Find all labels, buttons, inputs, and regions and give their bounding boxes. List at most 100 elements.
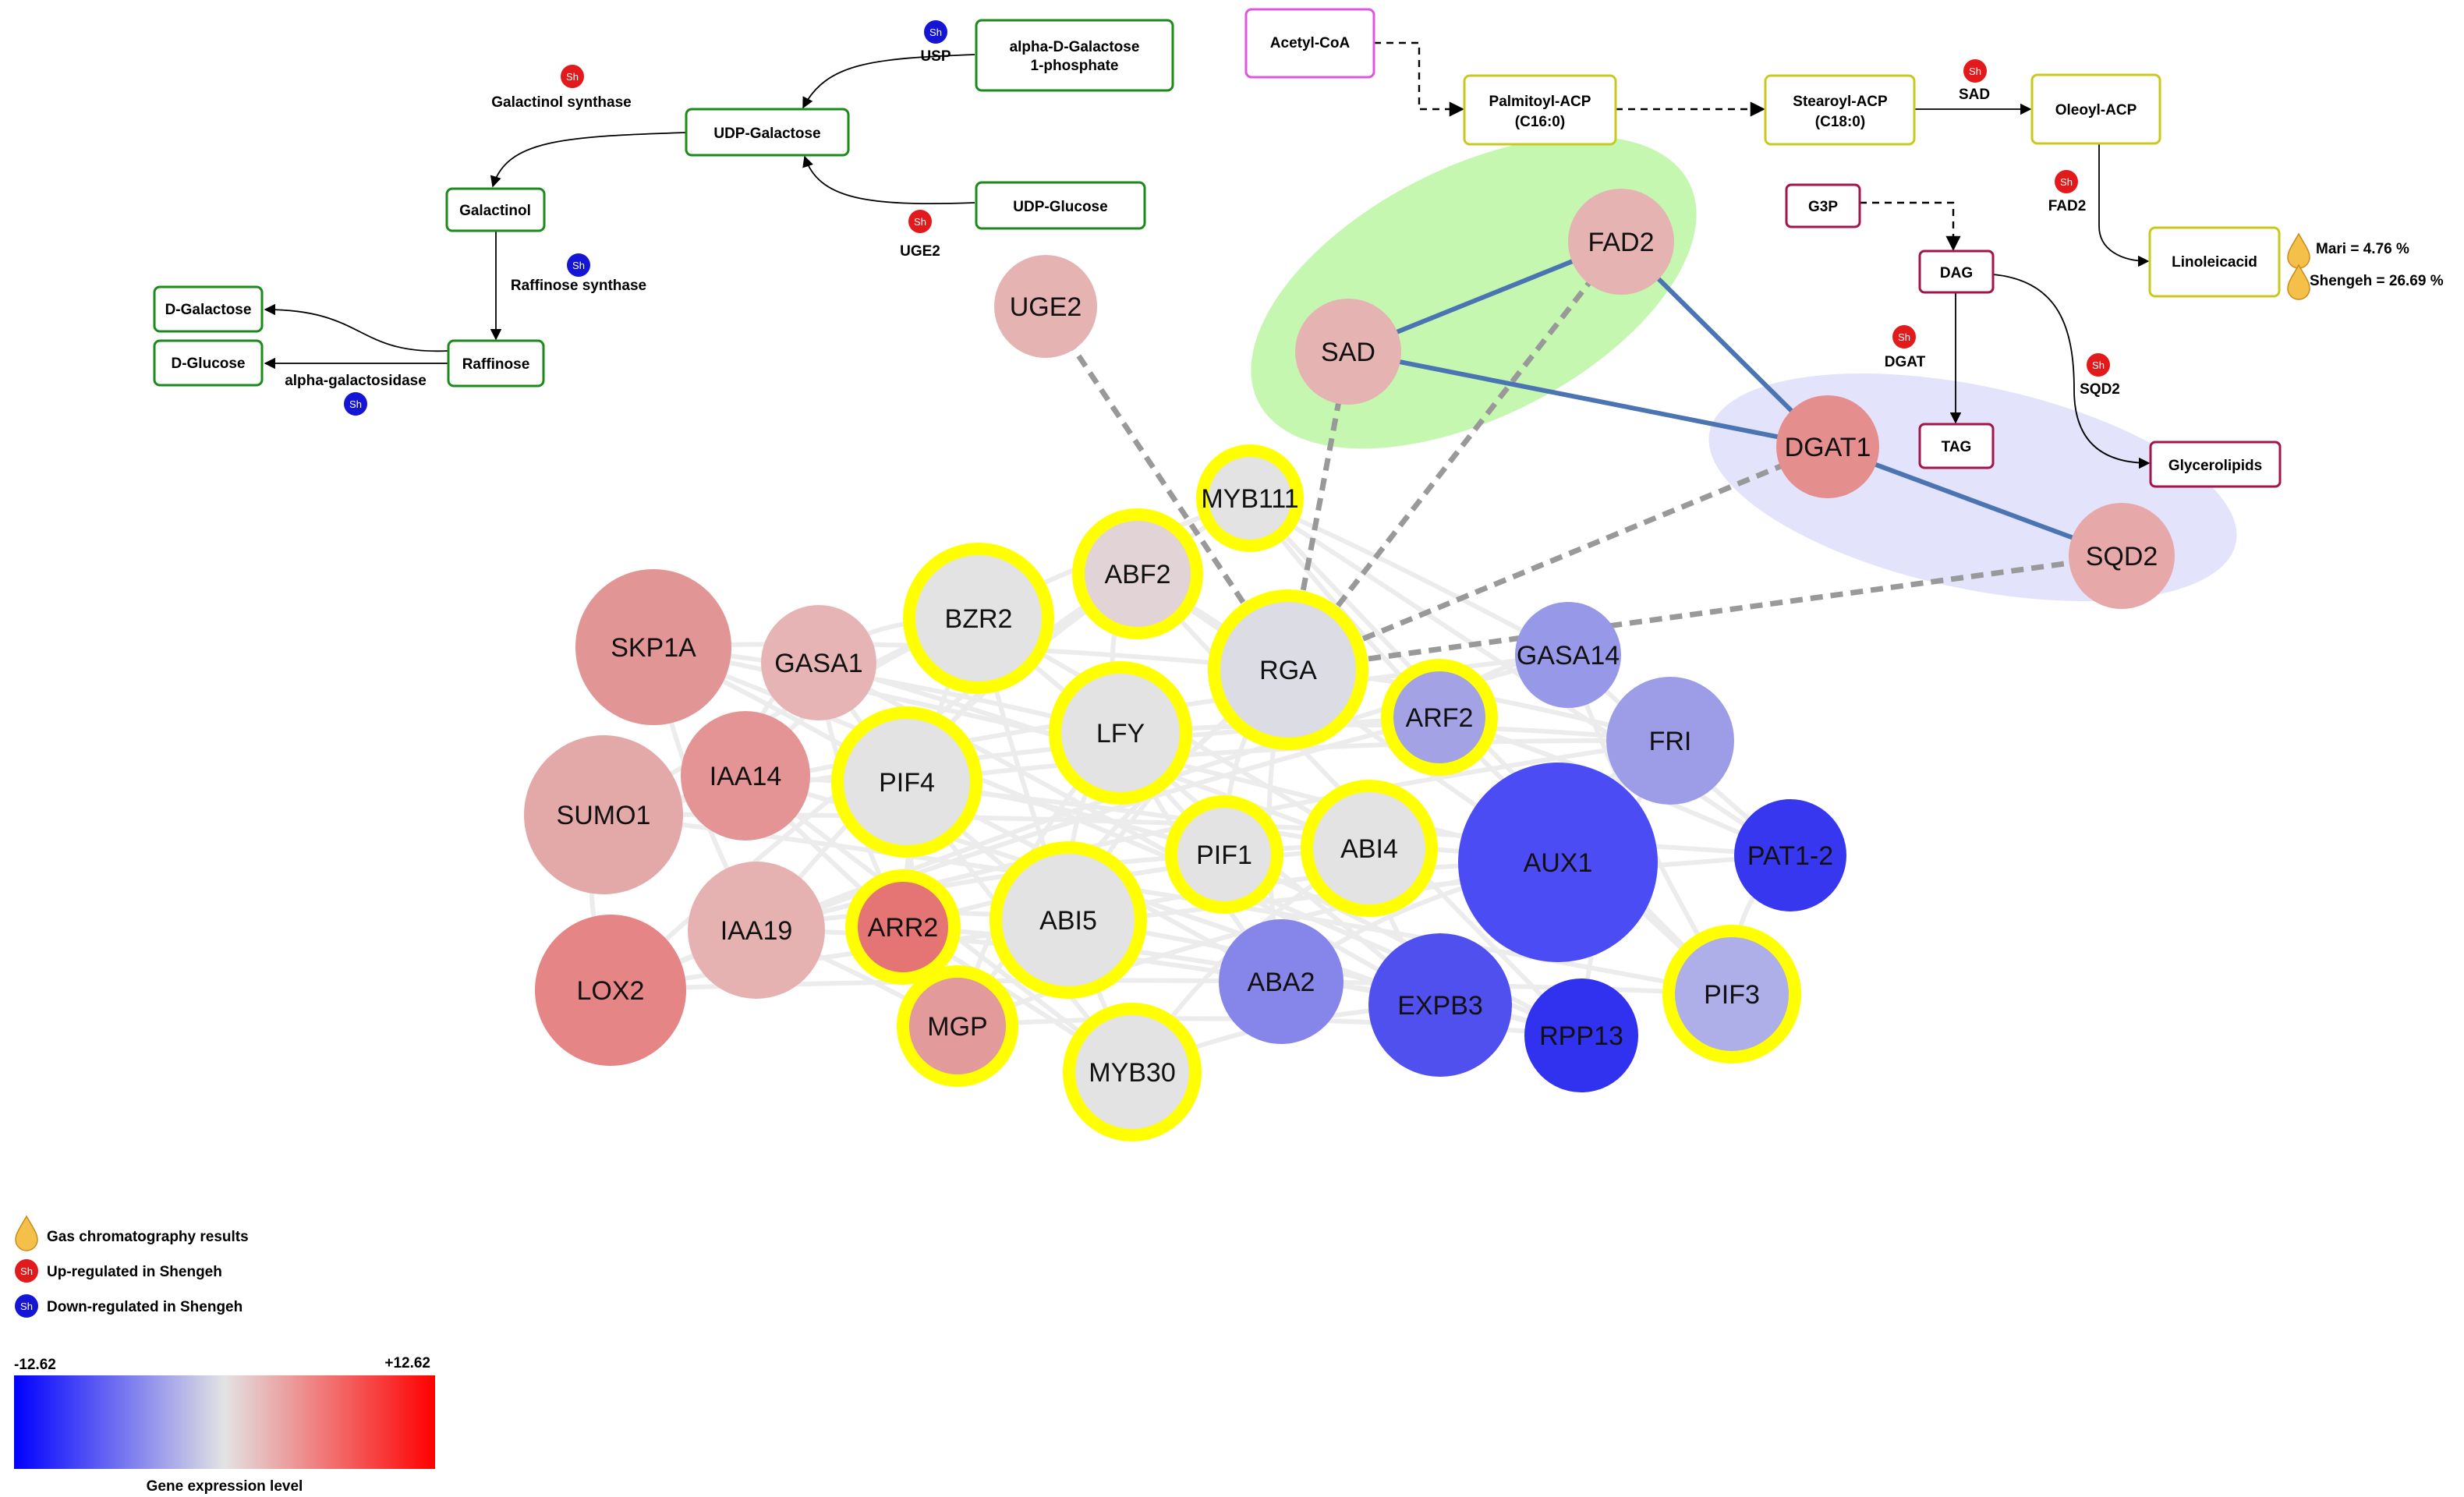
- uge2-up-badge: Sh: [908, 210, 932, 233]
- node-label: FAD2: [1588, 228, 1654, 257]
- node-dgat1[interactable]: DGAT1: [1776, 395, 1879, 498]
- acetyl-coa-label: Acetyl-CoA: [1270, 35, 1351, 51]
- node-label: ABA2: [1248, 968, 1315, 997]
- node-myb111[interactable]: MYB111: [1196, 444, 1304, 552]
- node-iaa19[interactable]: IAA19: [688, 862, 825, 999]
- d-galactose-box: [153, 285, 264, 333]
- node-label: SUMO1: [557, 801, 651, 830]
- node-circle: [1662, 925, 1801, 1063]
- node-pat1-2[interactable]: PAT1-2: [1734, 799, 1846, 911]
- d-glucose-box: [153, 339, 264, 387]
- node-circle: [575, 569, 731, 725]
- node-circle: [1568, 189, 1674, 295]
- node-label: PIF3: [1704, 980, 1760, 1010]
- node-sqd2[interactable]: SQD2: [2069, 503, 2175, 609]
- node-rpp13[interactable]: RPP13: [1524, 979, 1638, 1092]
- legend-up-label: Up-regulated in Shengeh: [47, 1264, 222, 1280]
- node-mgp[interactable]: MGP: [897, 965, 1018, 1087]
- dgat-up-badge: Sh: [1892, 325, 1916, 349]
- sqd2-enzyme-label: SQD2: [2080, 381, 2120, 398]
- node-fad2[interactable]: FAD2: [1568, 189, 1674, 295]
- galactinol-synthase-up-badge: Sh: [561, 65, 584, 88]
- node-fri[interactable]: FRI: [1606, 677, 1734, 805]
- glycerolipids-label: Glycerolipids: [2168, 458, 2262, 474]
- g3p-label: G3P: [1808, 199, 1838, 215]
- svg-text:Sh: Sh: [2092, 359, 2105, 371]
- node-circle: [1515, 602, 1621, 708]
- node-label: SAD: [1321, 338, 1375, 367]
- node-sad[interactable]: SAD: [1295, 299, 1401, 405]
- node-rga[interactable]: RGA: [1208, 589, 1368, 750]
- node-expb3[interactable]: EXPB3: [1368, 933, 1512, 1077]
- svg-text:Sh: Sh: [1898, 331, 1910, 343]
- node-label: ABI5: [1039, 906, 1097, 936]
- stearoyl-acp-box: [1764, 74, 1916, 146]
- scale-max-label: +12.62: [384, 1355, 430, 1371]
- alpha-d-galactose-1-phosphate-label-1: alpha-D-Galactose: [1010, 39, 1140, 55]
- node-circle: [1381, 659, 1498, 776]
- stearoyl-acp-label-2: (C18:0): [1815, 114, 1865, 130]
- node-pif1[interactable]: PIF1: [1165, 795, 1283, 914]
- node-label: EXPB3: [1397, 991, 1483, 1021]
- node-label: MGP: [927, 1012, 987, 1042]
- node-label: IAA19: [720, 916, 793, 946]
- alpha-d-galactose-1-phosphate-label-2: 1-phosphate: [1031, 58, 1119, 74]
- node-gasa1[interactable]: GASA1: [761, 605, 876, 720]
- node-skp1a[interactable]: SKP1A: [575, 569, 731, 725]
- node-sumo1[interactable]: SUMO1: [524, 735, 683, 894]
- node-circle: [1734, 799, 1846, 911]
- node-label: UGE2: [1010, 292, 1082, 322]
- node-arr2[interactable]: ARR2: [845, 869, 961, 985]
- raffinose-box: [447, 339, 545, 388]
- oleoyl-acp-label: Oleoyl-ACP: [2055, 102, 2137, 119]
- fad2-enzyme-label: FAD2: [2048, 198, 2087, 214]
- scale-min-label: -12.62: [14, 1357, 56, 1373]
- node-aba2[interactable]: ABA2: [1219, 919, 1344, 1044]
- palmitoyl-acp-label-2: (C16:0): [1515, 114, 1565, 130]
- background-edge: [906, 738, 1671, 784]
- node-circle: [1368, 933, 1512, 1077]
- node-myb30[interactable]: MYB30: [1063, 1003, 1202, 1141]
- node-circle: [1776, 395, 1879, 498]
- node-circle: [524, 735, 683, 894]
- node-circle: [1301, 780, 1438, 917]
- node-pif3[interactable]: PIF3: [1662, 925, 1801, 1063]
- node-abi4[interactable]: ABI4: [1301, 780, 1438, 917]
- node-circle: [989, 841, 1147, 999]
- node-pif4[interactable]: PIF4: [831, 706, 982, 858]
- node-abf2[interactable]: ABF2: [1072, 508, 1203, 639]
- node-uge2[interactable]: UGE2: [994, 255, 1097, 358]
- node-circle: [1295, 299, 1401, 405]
- dashed-edge-rga-sad: [1285, 351, 1351, 671]
- node-iaa14[interactable]: IAA14: [681, 711, 810, 841]
- udp-galactose-box: [685, 108, 850, 157]
- svg-text:Sh: Sh: [20, 1265, 33, 1277]
- node-abi5[interactable]: ABI5: [989, 841, 1147, 999]
- node-circle: [831, 706, 982, 858]
- node-arf2[interactable]: ARF2: [1381, 659, 1498, 776]
- palmitoyl-acp-box: [1463, 74, 1617, 146]
- svg-text:Sh: Sh: [566, 71, 579, 83]
- node-label: IAA14: [710, 762, 782, 791]
- node-lox2[interactable]: LOX2: [535, 915, 686, 1066]
- node-label: SQD2: [2086, 542, 2158, 572]
- node-circle: [1196, 444, 1304, 552]
- node-aux1[interactable]: AUX1: [1458, 763, 1658, 962]
- node-gasa14[interactable]: GASA14: [1515, 602, 1621, 708]
- node-lfy[interactable]: LFY: [1049, 661, 1192, 805]
- node-circle: [688, 862, 825, 999]
- usp-label: USP: [920, 48, 951, 65]
- node-label: MYB30: [1089, 1058, 1176, 1088]
- shengeh-drop-icon: [2287, 264, 2310, 300]
- lipid-pathway: Acetyl-CoA Palmitoyl-ACP (C16:0) Stearoy…: [1244, 8, 2444, 488]
- node-bzr2[interactable]: BZR2: [903, 543, 1054, 694]
- fad2-up-badge: Sh: [2055, 170, 2078, 193]
- legend-down-badge: Sh: [15, 1294, 38, 1318]
- udp-glucose-box: [975, 181, 1146, 230]
- node-circle: [535, 915, 686, 1066]
- raffinose-label: Raffinose: [462, 356, 530, 373]
- node-circle: [1219, 919, 1344, 1044]
- tag-box: [1918, 423, 1995, 469]
- node-label: GASA1: [774, 649, 862, 678]
